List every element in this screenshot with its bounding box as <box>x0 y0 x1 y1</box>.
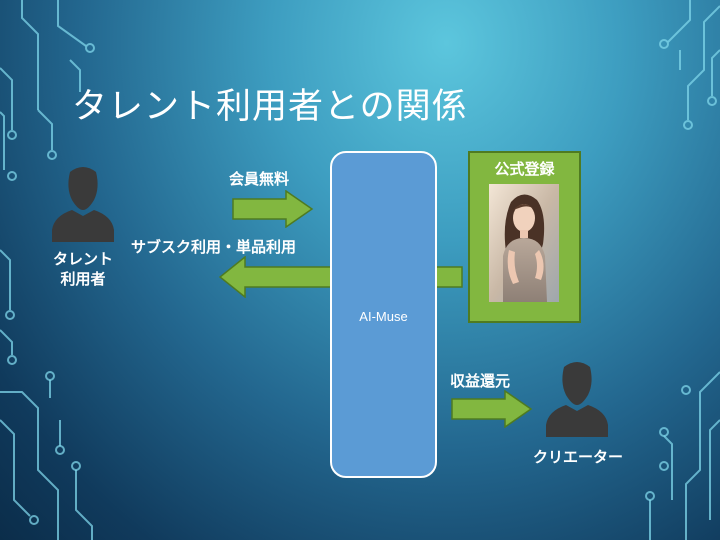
membership-arrow <box>232 190 314 228</box>
user-label-line2: 利用者 <box>60 270 106 288</box>
membership-label: 会員無料 <box>229 170 290 188</box>
revenue-arrow <box>451 390 533 428</box>
person-silhouette-icon <box>546 362 608 437</box>
platform-box <box>330 151 437 478</box>
person-silhouette-icon <box>52 167 114 242</box>
subscription-label: サブスク利用・単品利用 <box>131 238 297 256</box>
registration-title: 公式登録 <box>494 160 555 178</box>
platform-label: AI-Muse <box>359 309 408 324</box>
creator-label: クリエーター <box>532 448 623 466</box>
slide-title: タレント利用者との関係 <box>72 87 468 127</box>
talent-portrait-image <box>489 184 559 302</box>
user-label-line1: タレント <box>52 250 113 268</box>
revenue-label: 収益還元 <box>450 372 511 390</box>
